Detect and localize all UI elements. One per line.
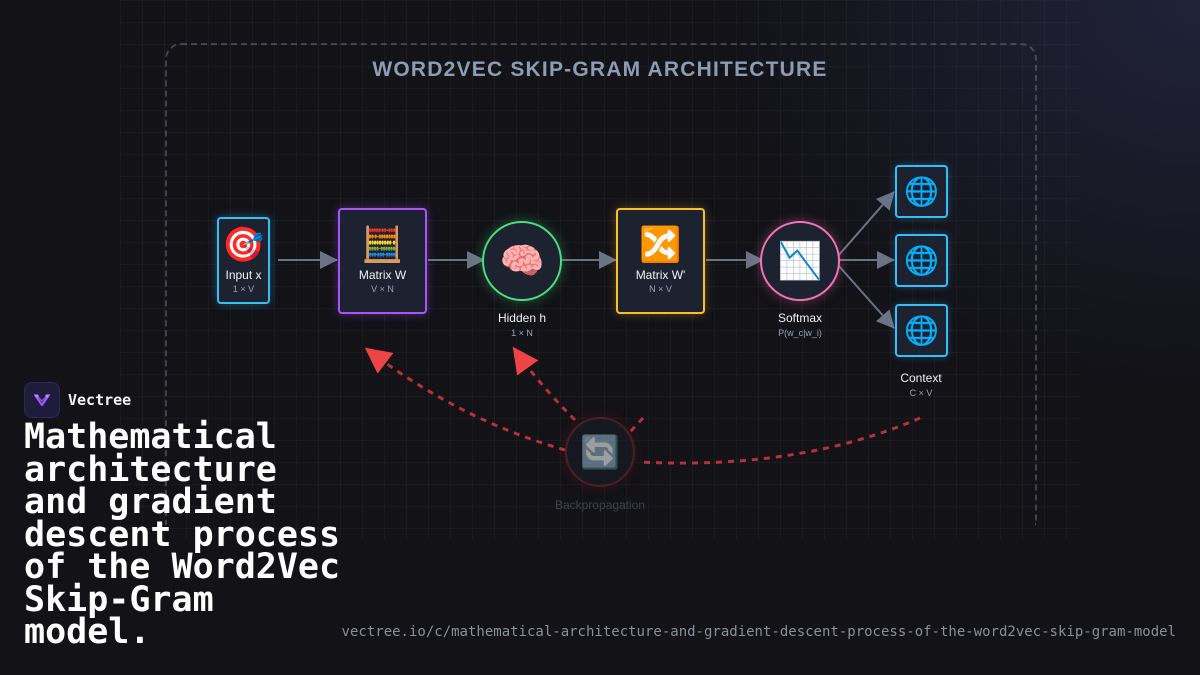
globe-icon: 🌐 <box>904 315 939 346</box>
brand-logo-mark <box>34 394 50 406</box>
hidden-caption: Hidden h 1 × N <box>472 311 572 338</box>
headline: Mathematical architecture and gradient d… <box>24 417 341 652</box>
hidden-dims: 1 × N <box>511 328 533 338</box>
backprop-label: Backpropagation <box>554 498 646 512</box>
globe-icon: 🌐 <box>904 245 939 276</box>
arrow-softmax-to-context-1 <box>837 191 895 257</box>
softmax-dims: P(w_c|w_i) <box>778 328 822 338</box>
diagram-frame <box>165 43 1037 525</box>
arrow-softmax-to-context-3 <box>837 264 895 329</box>
backprop-node: 🔄 <box>565 417 635 487</box>
input-label: Input x <box>225 267 262 282</box>
backprop-arrow-to-hidden <box>515 350 645 434</box>
context-node-2: 🌐 <box>895 234 948 287</box>
hidden-label: Hidden h <box>497 311 547 325</box>
matrix-w-prime-dims: N × V <box>649 284 672 294</box>
matrix-w-prime-node: 🔀 Matrix W' N × V <box>616 208 705 314</box>
brand-name: Vectree <box>68 391 132 409</box>
softmax-node: 📉 <box>760 221 840 301</box>
shuffle-icon: 🔀 <box>639 226 682 264</box>
matrix-w-label: Matrix W <box>358 268 407 282</box>
refresh-icon: 🔄 <box>580 434 620 470</box>
abacus-icon: 🧮 <box>361 226 404 264</box>
matrix-w-dims: V × N <box>371 284 394 294</box>
backprop-path-from-context <box>639 416 921 465</box>
page-url[interactable]: vectree.io/c/mathematical-architecture-a… <box>341 624 1176 640</box>
context-node-1: 🌐 <box>895 165 948 218</box>
backprop-arrow-to-matrix-w <box>364 347 566 452</box>
brand[interactable]: Vectree <box>24 382 131 418</box>
context-label: Context <box>900 371 942 385</box>
softmax-caption: Softmax P(w_c|w_i) <box>750 311 850 338</box>
context-node-3: 🌐 <box>895 304 948 357</box>
matrix-w-prime-label: Matrix W' <box>635 268 686 282</box>
context-caption: Context C × V <box>871 371 971 398</box>
input-dims: 1 × V <box>232 283 255 294</box>
brand-logo <box>24 382 60 418</box>
diagram-title: WORD2VEC SKIP-GRAM ARCHITECTURE <box>372 58 828 81</box>
target-icon: 🎯 <box>222 225 265 264</box>
matrix-w-node: 🧮 Matrix W V × N <box>338 208 427 314</box>
context-dims: C × V <box>909 388 933 398</box>
hidden-node: 🧠 <box>482 221 562 301</box>
globe-icon: 🌐 <box>904 176 939 207</box>
softmax-label: Softmax <box>777 311 822 325</box>
chart-decreasing-icon: 📉 <box>777 240 823 281</box>
brain-icon: 🧠 <box>499 240 545 281</box>
input-node: 🎯 Input x 1 × V <box>217 217 270 304</box>
